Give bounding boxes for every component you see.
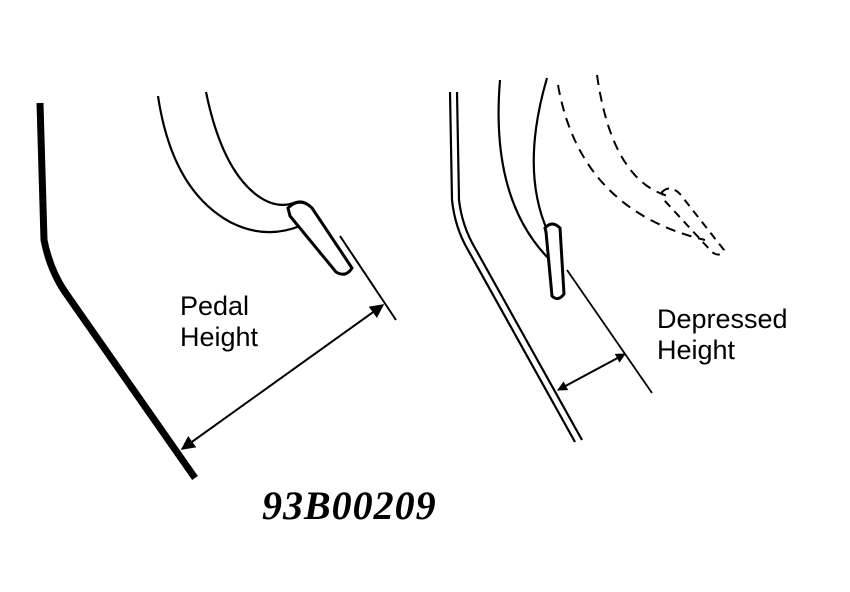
pedal-face-reference-line bbox=[339, 235, 397, 321]
pedal-pad-right bbox=[543, 222, 566, 301]
pedal-height-label-line2: Height bbox=[180, 322, 259, 352]
released-pedal-outline-dashed-outer bbox=[557, 84, 706, 241]
released-pedal-pad-dashed bbox=[660, 187, 726, 256]
depressed-height-arrow bbox=[557, 353, 626, 391]
depressed-face-reference-line bbox=[566, 269, 653, 394]
released-pedal-figure bbox=[36, 91, 397, 481]
depressed-height-label-line2: Height bbox=[657, 335, 736, 365]
pedal-arm-outer-left bbox=[156, 95, 301, 234]
pedal-arm-inner-left bbox=[204, 91, 297, 207]
pedal-pad-left bbox=[286, 200, 354, 276]
floor-panel-right-outer bbox=[448, 91, 576, 443]
figure-code: 93B00209 bbox=[262, 483, 437, 528]
floor-panel-right-inner bbox=[455, 91, 583, 441]
depressed-height-label-line1: Depressed bbox=[657, 304, 788, 334]
pedal-height-label-line1: Pedal bbox=[180, 291, 250, 321]
depressed-height-label: Depressed Height bbox=[657, 304, 788, 366]
depressed-pedal-figure bbox=[448, 74, 726, 443]
pedal-arm-outer-right bbox=[497, 79, 551, 261]
pedal-arm-inner-right bbox=[532, 77, 550, 233]
pedal-height-arrow bbox=[180, 304, 385, 450]
pedal-height-label: Pedal Height bbox=[180, 291, 258, 353]
released-pedal-outline-dashed-inner bbox=[596, 74, 669, 197]
floor-panel-left bbox=[36, 102, 198, 481]
